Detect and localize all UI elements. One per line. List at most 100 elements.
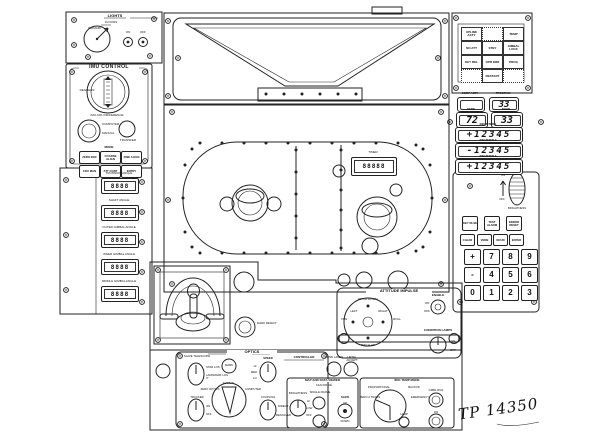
- angle-counter: 8888: [101, 178, 139, 194]
- map-brightness-knob[interactable]: [289, 399, 307, 417]
- toggle-switch[interactable]: [123, 37, 133, 47]
- enter-key[interactable]: ENTER: [509, 234, 524, 246]
- map-viewer-outline: [286, 377, 359, 429]
- temp-mode-knob[interactable]: [373, 389, 407, 423]
- status-light: TEMP: [503, 27, 524, 41]
- signature-underline: [496, 421, 540, 426]
- cond-lamps-button[interactable]: [326, 361, 342, 377]
- single-frame-down-button[interactable]: [312, 414, 326, 428]
- lights-panel-title: LIGHTS: [107, 12, 123, 18]
- mode-button[interactable]: CDU MAN: [79, 164, 100, 178]
- coupling-knob[interactable]: [259, 399, 277, 421]
- star-los-label: STAR LOS: [206, 365, 220, 369]
- coupling-label: COUPLING: [260, 395, 276, 399]
- mark-button-label: MARK: [224, 363, 234, 367]
- mode-button[interactable]: ENTRY: [121, 164, 142, 178]
- minus-key[interactable]: -: [464, 267, 481, 283]
- status-light: NO ATT: [461, 41, 482, 55]
- verb-key[interactable]: VERB: [477, 234, 492, 246]
- sextant-eyepiece[interactable]: [356, 196, 398, 238]
- mode-button[interactable]: ZERO ENC: [79, 151, 100, 164]
- timer-counter: 88888: [351, 157, 397, 176]
- digit-key-8[interactable]: 8: [502, 249, 519, 265]
- condition-off-label: OFF: [450, 348, 456, 352]
- left-label: LEFT: [350, 309, 358, 313]
- floods-label: FLOODS: [104, 20, 118, 24]
- eyepiece-panel-outline: [163, 104, 450, 293]
- digit-key-0[interactable]: 0: [464, 285, 481, 301]
- clear-key[interactable]: CLEAR: [460, 234, 475, 246]
- proportional-label: PROPORTIONAL: [367, 385, 391, 389]
- toggle-switch[interactable]: [138, 37, 148, 47]
- focus-knob[interactable]: [219, 196, 235, 212]
- on-button[interactable]: [428, 413, 444, 429]
- speed-label: SPEED: [263, 356, 273, 360]
- program-display: 33: [489, 97, 519, 112]
- counter-label: INNER GIMBAL ANGLE: [102, 252, 136, 256]
- test-alarm-key[interactable]: TEST ALARM: [484, 216, 500, 231]
- condition-lamps-label: CONDITION LAMPS: [423, 328, 453, 332]
- small-indicator: [389, 183, 403, 197]
- status-light: UPLINK ACTY: [461, 27, 482, 41]
- map-viewer-title: MAP AND DATA VIEWER: [289, 378, 356, 382]
- single-frame-up-button[interactable]: [312, 396, 326, 410]
- optics-hand-controller[interactable]: [175, 283, 211, 332]
- mode-button[interactable]: FINE ALIGN: [121, 151, 142, 164]
- uptel-accept-button-label: UPTEL ACCEPT: [346, 355, 358, 363]
- plus-key[interactable]: +: [464, 249, 481, 265]
- timer-label: TIMER: [368, 150, 378, 154]
- enable-switch[interactable]: [430, 299, 446, 315]
- verb-label: VERB: [467, 107, 475, 111]
- cond-lamps-button-label: COND LAMPS: [324, 355, 344, 359]
- slew-control[interactable]: [337, 403, 353, 419]
- comp-acty-display: [457, 97, 485, 112]
- enable-off-label: OFF: [424, 309, 430, 313]
- mode-button[interactable]: COARSE ALIGN: [100, 151, 121, 164]
- transfer-label: TRANSFER: [119, 138, 137, 142]
- digit-key-7[interactable]: 7: [483, 249, 500, 265]
- lights-panel-outline: [65, 11, 163, 64]
- key-rlse-key[interactable]: KEY RLSE: [462, 216, 478, 231]
- imu-panel-title: IMU CONTROL: [79, 64, 139, 70]
- digit-key-3[interactable]: 3: [521, 285, 538, 301]
- lamp-button[interactable]: [398, 416, 410, 428]
- digit-key-5[interactable]: 5: [502, 267, 519, 283]
- mode-button[interactable]: ATT CONT: [100, 164, 121, 178]
- noun-key[interactable]: NOUN: [493, 234, 508, 246]
- imu-cdu-difference-label: IMU-CDU DIFFERENCE: [90, 113, 124, 117]
- slew-label: SLEW: [340, 395, 350, 399]
- controller-handle-bar[interactable]: [337, 334, 461, 343]
- telescope-eyepiece[interactable]: [231, 184, 269, 222]
- status-light: PROG: [503, 55, 524, 69]
- focus-knob[interactable]: [266, 196, 282, 212]
- degrees-label: DEGREES: [79, 88, 95, 92]
- optics-mode-knob[interactable]: [211, 382, 247, 418]
- angle-counter: 8888: [101, 286, 139, 302]
- speed-knob[interactable]: [259, 361, 277, 383]
- computer-manual-knob[interactable]: [77, 119, 101, 143]
- digit-key-2[interactable]: 2: [502, 285, 519, 301]
- attitude-impulse-dial[interactable]: [343, 297, 393, 347]
- digit-key-1[interactable]: 1: [483, 285, 500, 301]
- mark-button[interactable]: [221, 358, 237, 374]
- digit-key-9[interactable]: 9: [521, 249, 538, 265]
- transfer-button[interactable]: [118, 120, 136, 138]
- mark-reject-button[interactable]: [234, 316, 256, 338]
- error-reset-key[interactable]: ERROR RESET: [506, 216, 522, 231]
- eyepiece-knob[interactable]: [361, 237, 379, 255]
- attitude-impulse-outline: [336, 287, 462, 359]
- uptel-accept-button[interactable]: [343, 361, 359, 377]
- digit-key-6[interactable]: 6: [521, 267, 538, 283]
- backup-label: BACKUP: [408, 385, 420, 389]
- zero-optics-label: ZERO OPTICS: [200, 387, 220, 391]
- gimbal-run-button[interactable]: [428, 392, 444, 408]
- status-light-blank: [461, 69, 482, 83]
- status-light-blank: [503, 69, 524, 83]
- counter-label: OUTER GIMBAL ANGLE: [102, 225, 136, 229]
- tracker-knob[interactable]: [187, 398, 205, 422]
- slave-telescope-knob[interactable]: [187, 362, 205, 386]
- pitch-down-label: PITCH DOWN: [358, 297, 378, 301]
- digit-key-4[interactable]: 4: [483, 267, 500, 283]
- map-brightness-label: BRIGHTNESS: [288, 391, 308, 395]
